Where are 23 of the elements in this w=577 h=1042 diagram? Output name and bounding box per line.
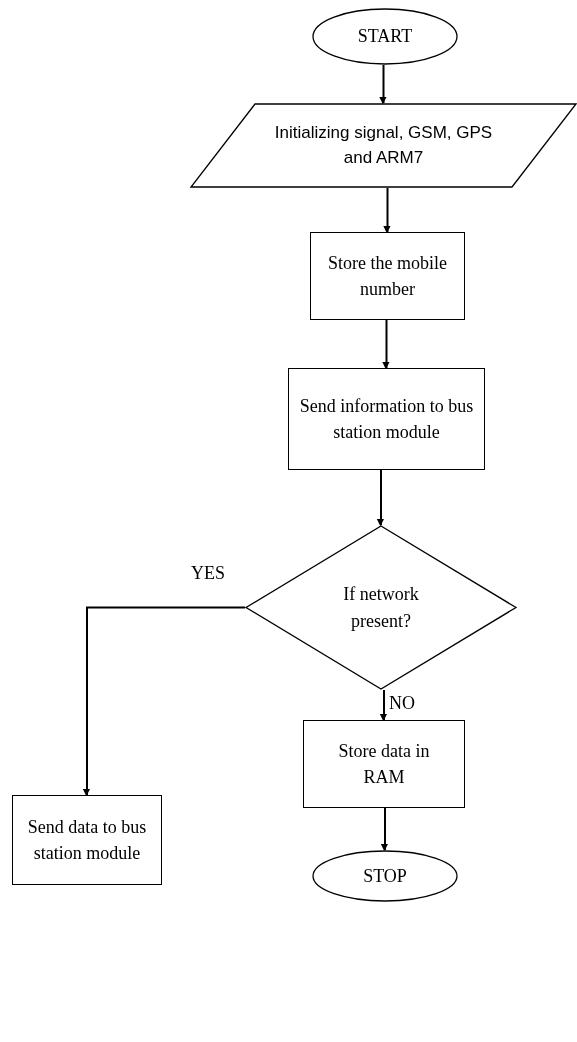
arrow	[379, 64, 387, 105]
node-label: Store data in RAM	[337, 739, 431, 789]
arrow	[379, 689, 387, 722]
process-box	[288, 368, 485, 470]
node-label: Send information to bus station module	[298, 394, 475, 444]
start-terminal	[312, 8, 458, 65]
arrow	[376, 469, 384, 527]
node-label: STOP	[363, 864, 407, 888]
process-box	[12, 795, 162, 885]
node-label: If network present?	[342, 583, 420, 633]
node-label: Store the mobile number	[327, 251, 448, 301]
node-label: START	[357, 25, 413, 49]
arrow	[382, 319, 390, 370]
arrow	[380, 807, 388, 852]
decision-diamond	[245, 525, 517, 690]
arrow	[82, 606, 246, 797]
node-label: Send data to bus station module	[26, 815, 148, 865]
stop-terminal	[312, 850, 458, 902]
process-box	[310, 232, 465, 320]
input-parallelogram	[190, 103, 577, 188]
node-label: Initializing signal, GSM, GPS and ARM7	[273, 121, 494, 169]
arrow	[383, 187, 391, 234]
process-box	[303, 720, 465, 808]
